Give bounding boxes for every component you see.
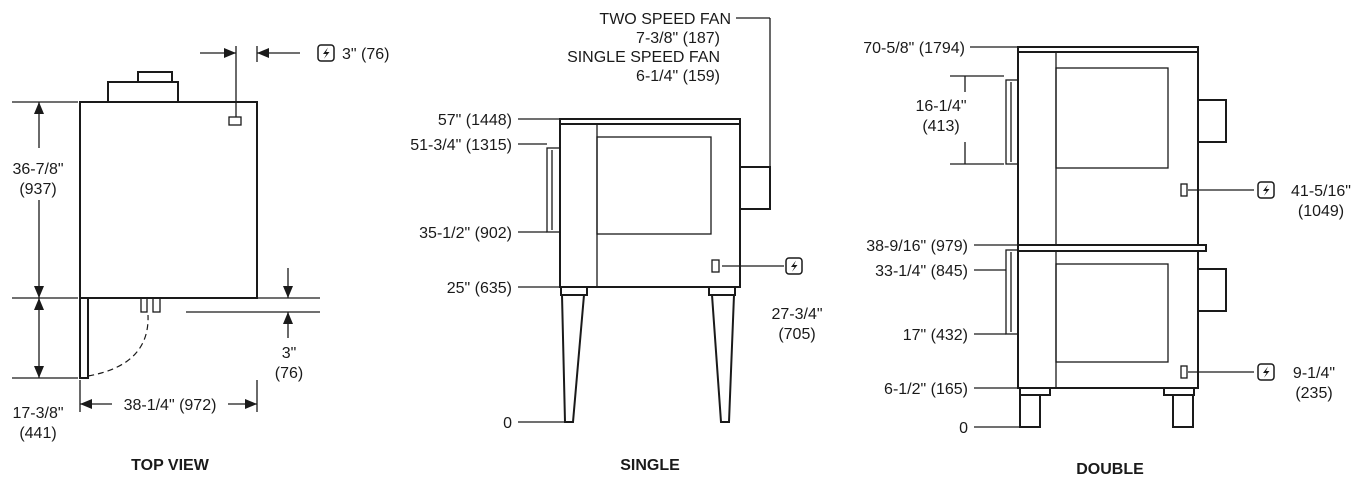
double-upper-cabinet [1017,46,1199,246]
single-cabinet [559,118,741,288]
double-elec-lower-in: 9-1/4" [1293,365,1335,382]
double-lower-handle [1005,249,1019,335]
single-height-57: 57" (1448) [438,112,512,129]
single-window [596,136,712,235]
electrical-connection-icon [1257,363,1275,381]
top-view-caption: TOP VIEW [131,457,210,474]
top-view-leg-b [152,297,161,313]
depth-mm-label: (937) [19,181,56,198]
double-height-17: 17" (432) [903,327,968,344]
gap-in-label: 3" [282,345,297,362]
double-height-0: 0 [959,420,968,437]
double-leg-right [1172,394,1194,428]
double-elec-lower-mm: (235) [1295,385,1332,402]
top-view-flue-cap [137,71,173,83]
single-connector [711,259,720,273]
double-height-33: 33-1/4" (845) [875,263,968,280]
single-leg-left [560,294,586,423]
double-lower-cabinet [1017,250,1199,389]
double-window-mm: (413) [922,118,959,135]
single-height-35: 35-1/2" (902) [419,225,512,242]
double-leg-left [1019,394,1041,428]
top-view-leg-a [140,297,148,313]
double-upper-handle [1005,79,1019,165]
double-upper-fan [1197,99,1227,143]
double-upper-window [1055,67,1169,169]
single-elec-in: 27-3/4" [771,306,822,323]
double-elec-upper-in: 41-5/16" [1291,183,1351,200]
single-handle [546,147,561,233]
single-height-51: 51-3/4" (1315) [410,137,512,154]
single-leg-right [710,294,736,423]
top-view-door [79,297,89,379]
two-speed-fan-dim: 7-3/8" (187) [636,30,720,47]
gap-mm-label: (76) [275,365,303,382]
double-elec-upper-mm: (1049) [1298,203,1344,220]
two-speed-fan-label: TWO SPEED FAN [599,11,731,28]
double-height-6: 6-1/2" (165) [884,381,968,398]
door-swing-arc [87,314,149,377]
single-caption: SINGLE [620,457,680,474]
single-speed-fan-dim: 6-1/4" (159) [636,68,720,85]
double-height-38: 38-9/16" (979) [866,238,968,255]
single-elec-mm: (705) [778,326,815,343]
single-height-0: 0 [503,415,512,432]
top-view: 3" (76) 36-7/8" (937) 17-3/8" (441) 38-1… [12,44,389,474]
double-window-in: 16-1/4" [915,98,966,115]
single-height-25: 25" (635) [447,280,512,297]
double-lower-window [1055,263,1169,363]
single-speed-fan-label: SINGLE SPEED FAN [567,49,720,66]
depth-in-label: 36-7/8" [12,161,63,178]
top-view-flue [107,81,179,103]
double-view: 70-5/8" (1794) 16-1/4" (413) 38-9/16" (9… [863,40,1351,478]
double-lower-fan [1197,268,1227,312]
clearance-top-label: 3" (76) [342,46,389,63]
double-height-70: 70-5/8" (1794) [863,40,965,57]
electrical-connection-icon [317,44,335,62]
double-caption: DOUBLE [1076,461,1144,478]
electrical-connection-icon [785,257,803,275]
door-mm-label: (441) [19,425,56,442]
door-in-label: 17-3/8" [12,405,63,422]
top-view-cabinet [79,101,258,299]
single-fan-motor [739,166,771,210]
electrical-connection-icon [1257,181,1275,199]
top-view-connector [228,116,242,126]
width-label: 38-1/4" (972) [124,397,217,414]
single-view: TWO SPEED FAN 7-3/8" (187) SINGLE SPEED … [410,11,822,474]
